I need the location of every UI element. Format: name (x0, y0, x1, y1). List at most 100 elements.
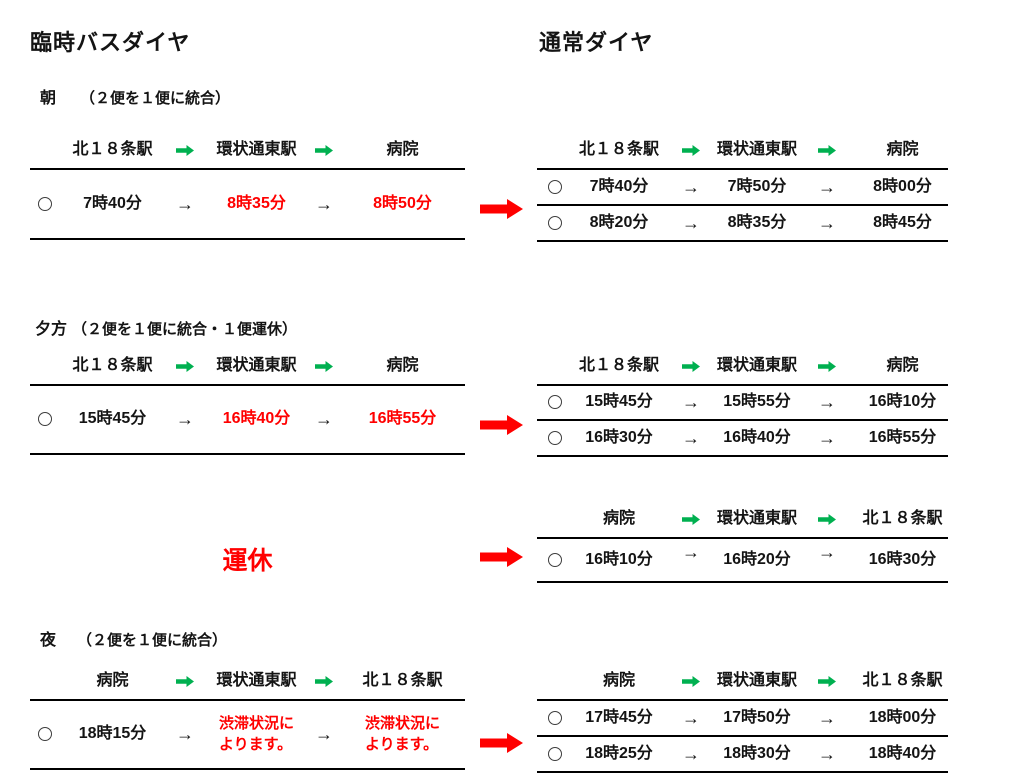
section-label-morning: 朝 (40, 90, 57, 107)
time-stop-2: 16時20分 (723, 550, 791, 568)
time-stop-2: 8時35分 (727, 213, 787, 231)
black-arrow: → (818, 176, 836, 197)
black-arrow: → (315, 193, 333, 214)
time-stop-3: 渋滞状況に よります。 (364, 715, 440, 753)
green-arrow-icon (165, 144, 205, 156)
green-arrow-icon (308, 144, 340, 156)
time-stop-3: 8時00分 (873, 177, 932, 195)
time-stop-3: 16時55分 (868, 428, 937, 446)
red-arrow-icon (480, 733, 523, 753)
header-stop-2: 環状通東駅 (717, 671, 798, 689)
time-stop-3: 8時50分 (373, 194, 432, 212)
section-evening: 夕方 （２便を１便に統合・１便運休） (35, 315, 297, 339)
header-stop-1: 北１８条駅 (578, 140, 659, 158)
time-stop-3: 16時55分 (368, 410, 437, 428)
circle-marker (537, 393, 573, 411)
temp-night-table: 病院 環状通東駅 北１８条駅 18時15分 → 渋滞状況に よります。 → 渋滞… (30, 663, 465, 770)
time-stop-1: 8時20分 (589, 213, 649, 231)
normal-night-table: 病院 環状通東駅 北１８条駅 17時45分 → 17時50分 → 18時00分 … (537, 663, 948, 773)
time-stop-3: 8時45分 (873, 213, 932, 231)
header-stop-2: 環状通東駅 (216, 356, 297, 374)
circle-marker (537, 178, 573, 196)
green-arrow-icon (665, 675, 717, 687)
header-stop-3: 北１８条駅 (862, 509, 943, 527)
green-arrow-icon (308, 360, 340, 372)
time-stop-3: 16時10分 (868, 393, 937, 411)
header-stop-2: 環状通東駅 (717, 140, 798, 158)
header-stop-1: 北１８条駅 (72, 140, 153, 158)
section-label-night: 夜 (40, 632, 57, 649)
section-morning: 朝 （２便を１便に統合） (40, 84, 230, 108)
black-arrow: → (818, 541, 836, 562)
time-stop-1: 15時45分 (78, 410, 147, 428)
table-row: 17時45分 → 17時50分 → 18時00分 (537, 701, 948, 737)
black-arrow: → (176, 724, 194, 745)
header-stop-2: 環状通東駅 (216, 671, 297, 689)
time-stop-1: 15時45分 (585, 393, 653, 411)
circle-marker (537, 709, 573, 727)
black-arrow: → (682, 212, 700, 233)
table-header: 北１８条駅 環状通東駅 病院 (537, 348, 948, 386)
black-arrow: → (818, 427, 836, 448)
time-stop-2: 18時30分 (723, 744, 791, 762)
header-stop-2: 環状通東駅 (216, 140, 297, 158)
time-stop-1: 18時15分 (78, 725, 147, 743)
header-stop-2: 環状通東駅 (717, 509, 798, 527)
table-row: 18時25分 → 18時30分 → 18時40分 (537, 737, 948, 773)
table-row: 18時15分 → 渋滞状況に よります。 → 渋滞状況に よります。 (30, 701, 465, 770)
table-header: 病院 環状通東駅 北１８条駅 (537, 501, 948, 539)
circle-marker (30, 195, 60, 213)
time-stop-1: 18時25分 (585, 744, 653, 762)
circle-marker (537, 551, 573, 569)
section-note-night: （２便を１便に統合） (77, 632, 228, 649)
green-arrow-icon (797, 144, 857, 156)
green-arrow-icon (797, 675, 857, 687)
table-row: 8時20分 → 8時35分 → 8時45分 (537, 206, 948, 242)
suspended-label: 運休 (222, 547, 273, 575)
black-arrow: → (682, 707, 700, 728)
time-stop-2: 16時40分 (222, 410, 291, 428)
circle-marker (30, 725, 60, 743)
green-arrow-icon (797, 360, 857, 372)
circle-marker (537, 429, 573, 447)
green-arrow-icon (665, 513, 717, 525)
header-stop-1: 北１８条駅 (578, 356, 659, 374)
time-stop-3: 18時00分 (868, 708, 937, 726)
time-stop-2: 7時50分 (727, 177, 787, 195)
header-stop-1: 病院 (602, 671, 635, 689)
header-stop-2: 環状通東駅 (717, 356, 798, 374)
red-arrow-icon (480, 415, 523, 435)
green-arrow-icon (797, 513, 857, 525)
section-label-evening: 夕方 (35, 321, 68, 338)
black-arrow: → (176, 409, 194, 430)
black-arrow: → (682, 743, 700, 764)
time-stop-2: 8時35分 (227, 194, 286, 212)
circle-marker (30, 410, 60, 428)
header-stop-3: 病院 (886, 140, 919, 158)
black-arrow: → (682, 541, 700, 562)
black-arrow: → (818, 392, 836, 413)
normal-schedule-title: 通常ダイヤ (539, 30, 654, 55)
header-stop-3: 病院 (386, 356, 419, 374)
black-arrow: → (818, 743, 836, 764)
header-stop-3: 病院 (386, 140, 419, 158)
time-stop-1: 16時10分 (585, 550, 653, 568)
table-header: 北１８条駅 環状通東駅 病院 (30, 348, 465, 386)
section-night: 夜 （２便を１便に統合） (40, 626, 227, 650)
time-stop-1: 17時45分 (585, 708, 653, 726)
green-arrow-icon (665, 360, 717, 372)
black-arrow: → (315, 724, 333, 745)
normal-morning-table: 北１８条駅 環状通東駅 病院 7時40分 → 7時50分 → 8時00分 8時2… (537, 132, 948, 242)
table-header: 北１８条駅 環状通東駅 病院 (537, 132, 948, 170)
circle-marker (537, 745, 573, 763)
normal-evening-table: 北１８条駅 環状通東駅 病院 15時45分 → 15時55分 → 16時10分 … (537, 348, 948, 457)
table-row: 16時10分 → 16時20分 → 16時30分 (537, 539, 948, 583)
header-stop-3: 北１８条駅 (362, 671, 443, 689)
header-stop-1: 北１８条駅 (72, 356, 153, 374)
green-arrow-icon (308, 675, 340, 687)
table-header: 病院 環状通東駅 北１８条駅 (537, 663, 948, 701)
black-arrow: → (682, 176, 700, 197)
black-arrow: → (682, 392, 700, 413)
header-stop-1: 病院 (96, 671, 129, 689)
time-stop-1: 16時30分 (585, 428, 653, 446)
